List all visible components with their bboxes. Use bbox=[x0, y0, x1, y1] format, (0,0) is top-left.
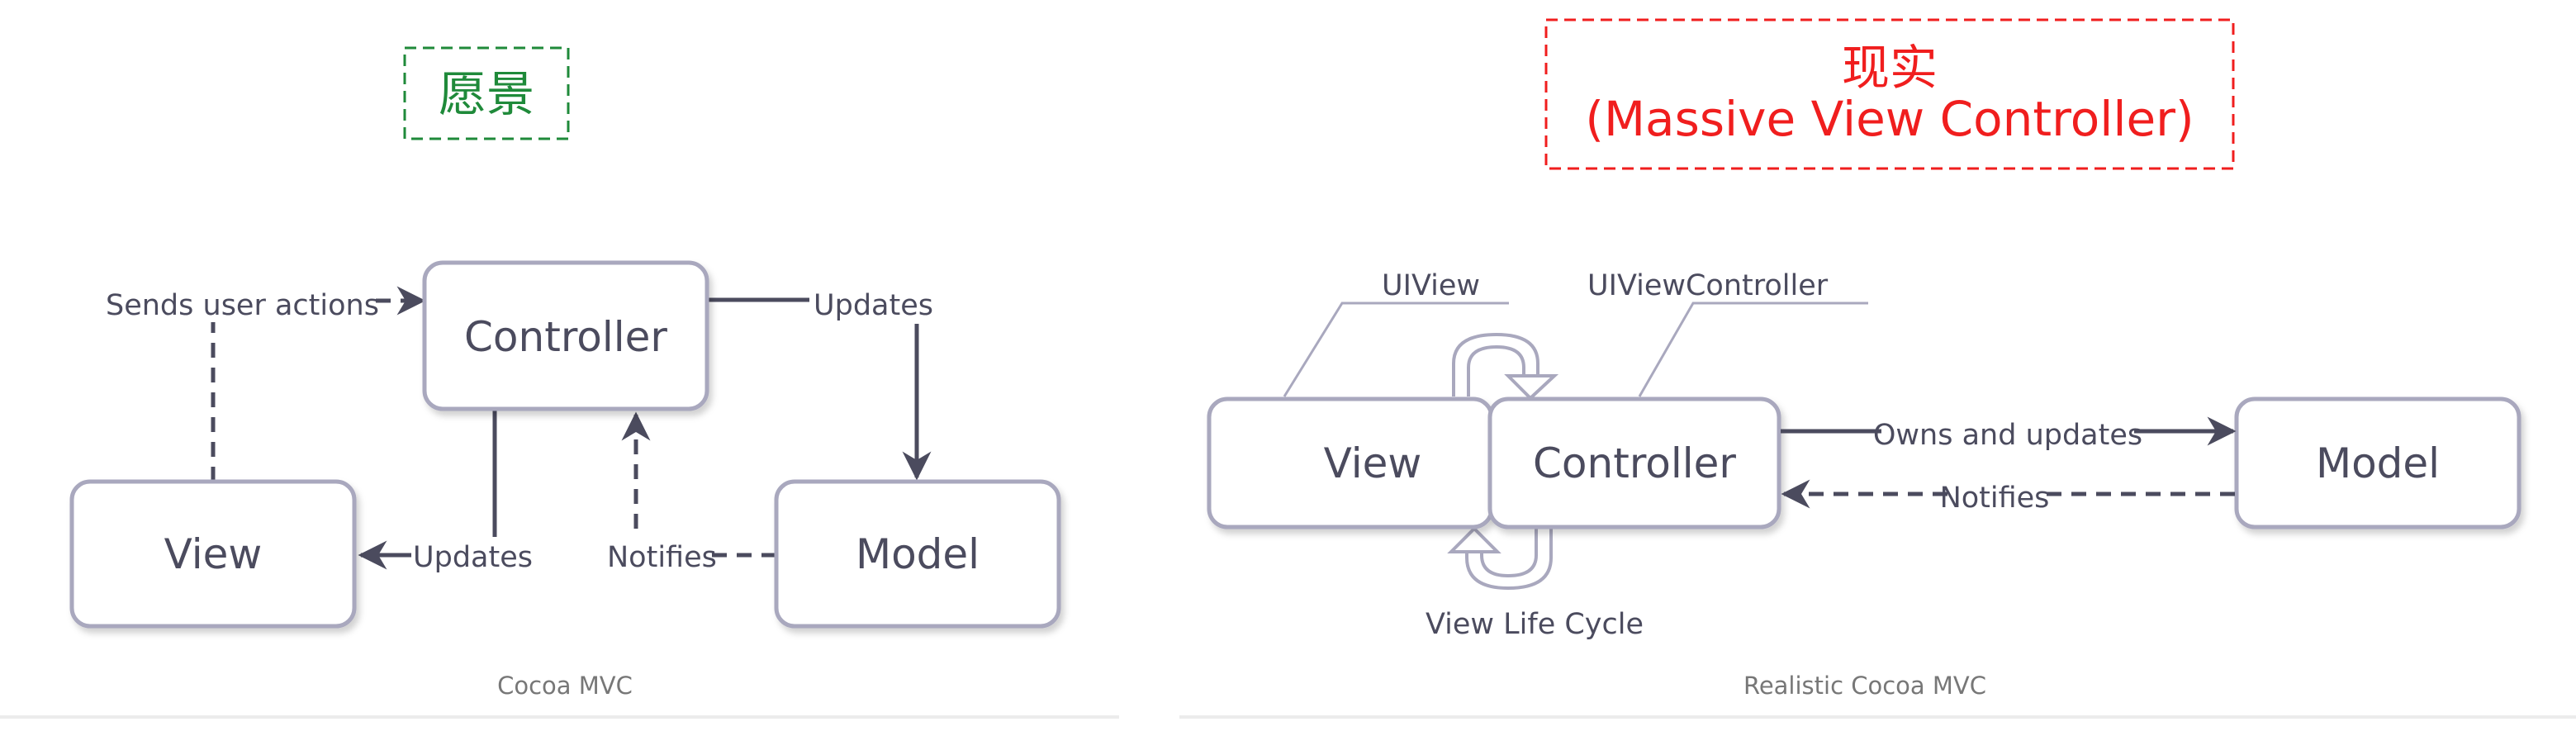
label-updates-view: Updates bbox=[413, 541, 533, 574]
label-view-life-cycle: View Life Cycle bbox=[1426, 608, 1644, 641]
right-title-box: 现实 (Massive View Controller) bbox=[1544, 18, 2235, 170]
right-view-label: View bbox=[1324, 439, 1422, 487]
right-controller-box: Controller bbox=[1487, 396, 1781, 529]
left-model-label: Model bbox=[856, 530, 980, 578]
right-model-label: Model bbox=[2316, 439, 2440, 487]
left-controller-box: Controller bbox=[422, 260, 709, 411]
left-view-label: View bbox=[164, 530, 263, 578]
right-title-line2: (Massive View Controller) bbox=[1585, 91, 2194, 147]
right-edges bbox=[1781, 416, 2237, 509]
left-view-box: View bbox=[69, 479, 357, 629]
callout-uiview-line bbox=[1283, 302, 1509, 397]
left-controller-label: Controller bbox=[464, 313, 667, 361]
label-sends-user-actions: Sends user actions bbox=[106, 289, 379, 322]
right-caption: Realistic Cocoa MVC bbox=[1743, 672, 1986, 700]
callout-uiviewcontroller-label: UIViewController bbox=[1587, 269, 1829, 302]
left-title-box: 愿景 bbox=[403, 46, 570, 140]
label-updates-model: Updates bbox=[814, 289, 933, 322]
right-controller-label: Controller bbox=[1533, 439, 1736, 487]
right-view-box: View bbox=[1207, 396, 1494, 529]
lifecycle-loop-top-icon bbox=[1452, 332, 1559, 401]
left-edges bbox=[211, 286, 932, 570]
lifecycle-loop-bottom-icon bbox=[1447, 526, 1553, 591]
right-model-box: Model bbox=[2234, 396, 2521, 529]
label-owns-and-updates: Owns and updates bbox=[1873, 419, 2142, 452]
left-caption: Cocoa MVC bbox=[497, 672, 633, 700]
left-title: 愿景 bbox=[439, 66, 534, 122]
right-callouts: UIView UIViewController bbox=[1283, 269, 1868, 397]
callout-uiview-label: UIView bbox=[1382, 269, 1480, 302]
label-notifies: Notifies bbox=[607, 541, 717, 574]
left-model-box: Model bbox=[774, 479, 1061, 629]
right-title-line1: 现实 bbox=[1842, 40, 1938, 96]
label-right-notifies: Notifies bbox=[1940, 482, 2050, 515]
callout-uiviewcontroller-line bbox=[1638, 302, 1868, 397]
